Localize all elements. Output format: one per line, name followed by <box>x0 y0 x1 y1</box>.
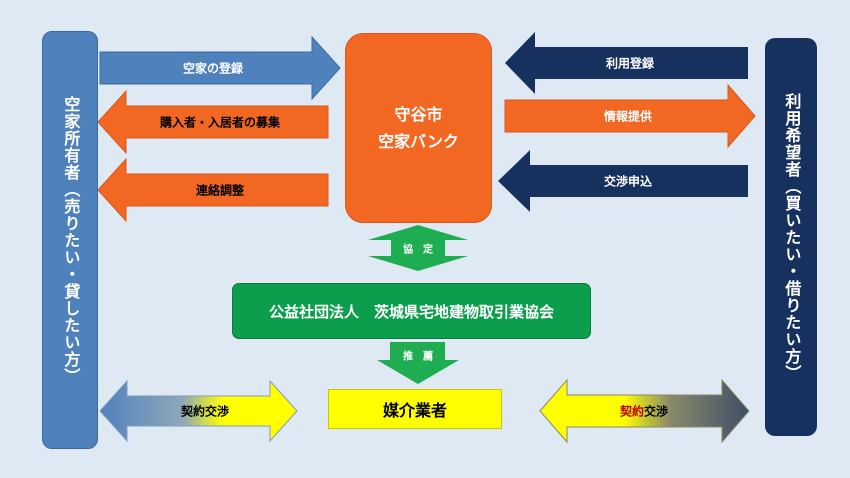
label-owner-register: 空家の登録 <box>182 61 244 76</box>
owner-box: 空家所有者（売りたい・貸したい方） <box>42 31 98 449</box>
bank-line2: 空家バンク <box>378 132 459 151</box>
label-contract-right-part1: 契約 <box>619 404 644 419</box>
akiya-bank-box: 守谷市 空家バンク <box>345 33 492 223</box>
label-recruit-buyers: 購入者・入居者の募集 <box>159 115 281 130</box>
label-recommend: 推 薦 <box>403 351 433 363</box>
arrow-contract-left <box>99 379 298 443</box>
label-liaison: 連絡調整 <box>195 183 245 198</box>
bank-line1: 守谷市 <box>394 104 443 124</box>
arrow-user-register <box>505 32 748 94</box>
arrow-recommend <box>377 342 459 384</box>
user-label: 利用希望者（買いたい・借りたい方） <box>782 92 802 382</box>
arrow-recruit-buyers <box>97 89 329 155</box>
arrow-negotiation-request <box>498 150 748 212</box>
association-box: 公益社団法人 茨城県宅地建物取引業協会 <box>232 283 591 339</box>
owner-label: 空家所有者（売りたい・貸したい方） <box>61 95 81 385</box>
arrow-info-provide <box>504 83 756 149</box>
broker-box: 媒介業者 <box>328 389 502 429</box>
label-contract-left: 契約交渉 <box>180 404 230 419</box>
label-contract-right: 契約交渉 <box>620 403 668 420</box>
label-info-provide: 情報提供 <box>603 109 653 124</box>
association-label: 公益社団法人 茨城県宅地建物取引業協会 <box>268 302 554 321</box>
arrow-owner-register <box>99 35 341 101</box>
arrow-agreement <box>368 225 468 271</box>
arrow-liaison <box>97 157 329 223</box>
label-contract-right-part2: 交渉 <box>644 404 669 419</box>
label-user-register: 利用登録 <box>605 56 655 71</box>
broker-label: 媒介業者 <box>382 401 447 420</box>
user-box: 利用希望者（買いたい・借りたい方） <box>765 38 817 436</box>
label-agreement: 協 定 <box>403 244 433 256</box>
arrow-contract-right <box>539 378 750 444</box>
label-negotiation-request: 交渉申込 <box>603 174 653 189</box>
